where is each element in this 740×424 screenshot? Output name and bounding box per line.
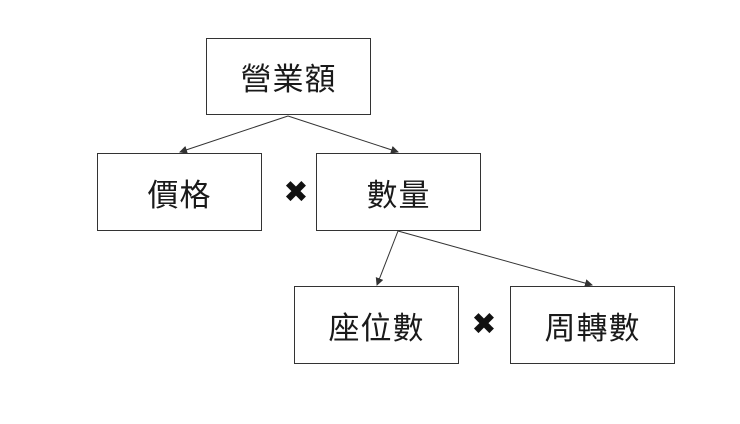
node-revenue-label: 營業額 (240, 62, 337, 98)
node-price-label: 價格 (147, 177, 212, 214)
edge-revenue-to-quantity (287, 115, 399, 154)
node-seats-label: 座位數 (328, 310, 425, 347)
multiply-icon: ✖ (471, 307, 497, 342)
edge-revenue-to-price (179, 115, 289, 154)
node-turnover: 周轉數 (510, 286, 675, 364)
node-turnover-label: 周轉數 (544, 310, 641, 347)
edge-quantity-to-turnover (397, 230, 593, 287)
node-revenue: 營業額 (206, 38, 371, 115)
edge-quantity-to-seats (375, 230, 399, 286)
node-quantity: 數量 (316, 153, 481, 231)
node-quantity-label: 數量 (366, 177, 431, 214)
node-seats: 座位數 (294, 286, 459, 364)
node-price: 價格 (97, 153, 262, 231)
multiply-icon: ✖ (283, 175, 309, 210)
